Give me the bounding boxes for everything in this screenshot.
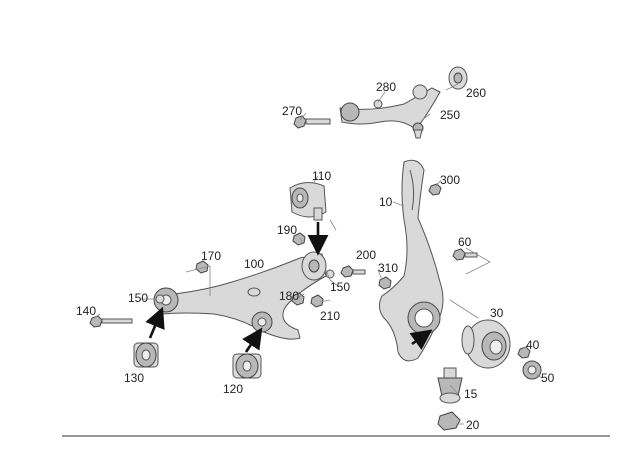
bushing-110 xyxy=(289,182,327,221)
wheel-hub xyxy=(461,319,511,369)
label-40: 40 xyxy=(526,338,540,352)
label-310: 310 xyxy=(378,261,398,275)
label-15: 15 xyxy=(464,387,478,401)
nut-50 xyxy=(522,360,542,380)
label-150-right: 150 xyxy=(330,280,350,294)
assembly-arrow-130 xyxy=(145,306,165,339)
bushing-120 xyxy=(232,353,262,379)
steering-knuckle xyxy=(378,159,444,362)
label-260: 260 xyxy=(466,86,486,100)
bushing-130 xyxy=(133,342,159,368)
label-100: 100 xyxy=(244,257,264,271)
bolt-200 xyxy=(340,265,366,278)
label-180: 180 xyxy=(279,289,299,303)
assembly-arrow-15 xyxy=(409,329,433,351)
label-170: 170 xyxy=(201,249,221,263)
washer-280 xyxy=(373,99,383,109)
label-250: 250 xyxy=(440,108,460,122)
label-210: 210 xyxy=(320,309,340,323)
label-110: 110 xyxy=(312,169,331,183)
bolt-270 xyxy=(293,115,331,129)
label-20: 20 xyxy=(466,418,480,432)
nut-300 xyxy=(428,183,442,196)
nut-20 xyxy=(437,411,461,431)
bushing-260 xyxy=(448,66,468,90)
label-130: 130 xyxy=(124,371,144,385)
label-280: 280 xyxy=(376,80,396,94)
label-140: 140 xyxy=(76,304,96,318)
label-50: 50 xyxy=(541,371,555,385)
label-30: 30 xyxy=(490,306,504,320)
washer-150-left xyxy=(155,294,165,304)
bolt-140 xyxy=(89,315,133,328)
label-10: 10 xyxy=(379,195,393,209)
assembly-arrow-120 xyxy=(242,327,263,353)
upper-control-arm xyxy=(339,84,441,139)
label-150-left: 150 xyxy=(128,291,148,305)
label-120: 120 xyxy=(223,382,243,396)
leader-lines xyxy=(93,83,543,425)
label-270: 270 xyxy=(282,104,302,118)
label-60: 60 xyxy=(458,235,472,249)
bolt-60 xyxy=(452,248,478,261)
label-300: 300 xyxy=(440,173,460,187)
nut-170 xyxy=(195,260,209,274)
nut-310 xyxy=(378,276,392,290)
label-200: 200 xyxy=(356,248,376,262)
nut-210 xyxy=(310,294,324,308)
label-190: 190 xyxy=(277,223,297,237)
